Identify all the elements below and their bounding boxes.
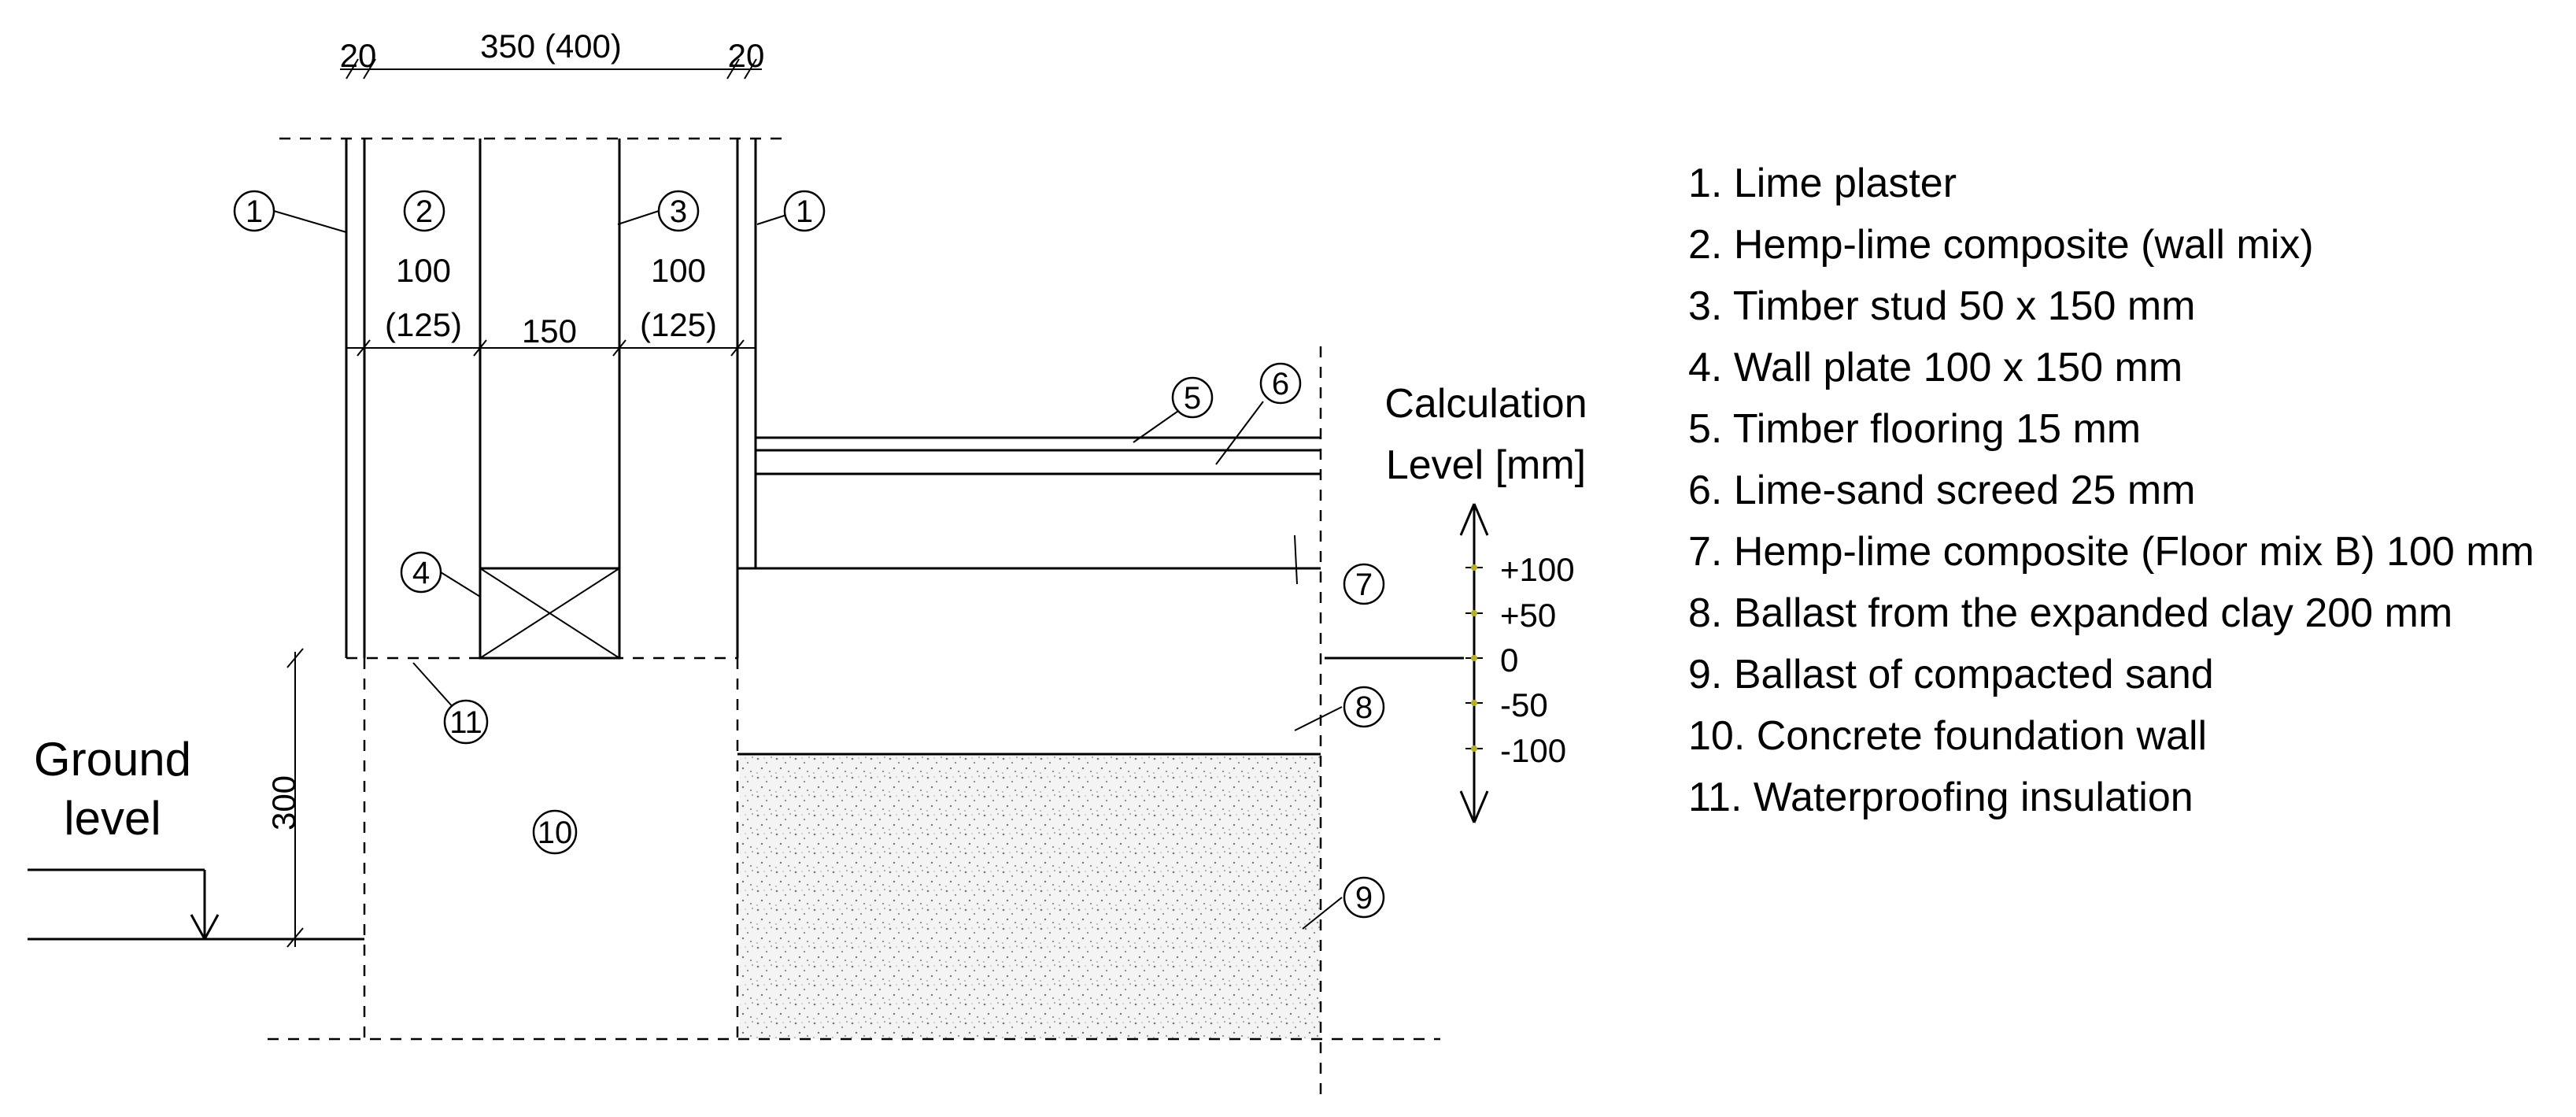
callout-11: 11 — [443, 699, 489, 745]
ground-label-line1: Ground — [34, 733, 191, 786]
dim-right-thickness: 100 — [651, 252, 706, 289]
dim-left-20: 20 — [340, 37, 377, 74]
level-dot — [1471, 564, 1477, 571]
level-label: -50 — [1500, 686, 1548, 723]
legend-item: 1. Lime plaster — [1688, 161, 1957, 206]
callout-6: 6 — [1259, 362, 1302, 405]
legend-item: 8. Ballast from the expanded clay 200 mm — [1688, 590, 2452, 636]
svg-text:3: 3 — [670, 194, 687, 229]
level-label: 0 — [1500, 642, 1518, 679]
callout-2: 2 — [403, 190, 445, 232]
dim-left-thickness: 100 — [396, 252, 451, 289]
ground-label-line2: level — [64, 792, 161, 845]
callout-1-left: 1 — [233, 190, 275, 232]
legend-item: 11. Waterproofing insulation — [1688, 775, 2193, 820]
svg-text:7: 7 — [1355, 568, 1373, 602]
leader-lines — [273, 210, 1343, 930]
svg-text:10: 10 — [538, 816, 573, 850]
svg-text:1: 1 — [246, 194, 263, 229]
ground-level-marker — [28, 868, 364, 941]
dim-middle: 150 — [522, 313, 577, 350]
svg-text:1: 1 — [796, 194, 813, 229]
svg-text:11: 11 — [449, 705, 482, 740]
svg-text:6: 6 — [1272, 367, 1289, 401]
level-dot — [1471, 745, 1477, 752]
level-dot — [1471, 610, 1477, 616]
callout-5: 5 — [1171, 376, 1214, 419]
height-dimension — [286, 648, 304, 948]
dim-left-alt: (125) — [385, 306, 462, 343]
calc-title-line1: Calculation — [1384, 381, 1587, 427]
wall-plate — [479, 567, 621, 660]
legend-item: 4. Wall plate 100 x 150 mm — [1688, 345, 2182, 390]
dim-height: 300 — [265, 775, 302, 830]
legend-item: 9. Ballast of compacted sand — [1688, 652, 2214, 697]
svg-text:5: 5 — [1184, 381, 1201, 416]
callout-8: 8 — [1343, 686, 1385, 728]
level-dot — [1471, 700, 1477, 706]
legend-item: 10. Concrete foundation wall — [1688, 713, 2207, 759]
foundation-outline — [346, 657, 739, 1039]
calc-level-axis — [1459, 503, 1489, 823]
svg-text:4: 4 — [412, 556, 430, 590]
svg-text:2: 2 — [416, 194, 433, 229]
level-label: +100 — [1500, 551, 1575, 588]
dim-center: 350 (400) — [480, 28, 622, 65]
callout-9: 9 — [1343, 876, 1385, 919]
materials-legend: 1. Lime plaster 2. Hemp-lime composite (… — [1688, 161, 2534, 820]
level-dot — [1471, 655, 1477, 661]
legend-item: 5. Timber flooring 15 mm — [1688, 406, 2141, 452]
level-label: -100 — [1500, 732, 1566, 769]
callout-10: 10 — [532, 809, 578, 855]
top-dimension — [340, 58, 762, 80]
dim-right-20: 20 — [728, 37, 765, 74]
compacted-sand-fill — [740, 754, 1321, 1039]
dim-right-alt: (125) — [640, 306, 717, 343]
legend-item: 6. Lime-sand screed 25 mm — [1688, 468, 2196, 513]
legend-item: 3. Timber stud 50 x 150 mm — [1688, 283, 2196, 329]
callout-4: 4 — [400, 551, 442, 594]
legend-item: 7. Hemp-lime composite (Floor mix B) 100… — [1688, 529, 2534, 575]
calc-title-line2: Level [mm] — [1386, 442, 1586, 488]
callout-1-right: 1 — [783, 190, 826, 232]
svg-text:9: 9 — [1355, 881, 1373, 915]
svg-text:8: 8 — [1355, 690, 1373, 725]
legend-item: 2. Hemp-lime composite (wall mix) — [1688, 222, 2314, 268]
level-label: +50 — [1500, 597, 1556, 634]
callout-3: 3 — [657, 190, 700, 232]
callout-7: 7 — [1343, 563, 1385, 605]
